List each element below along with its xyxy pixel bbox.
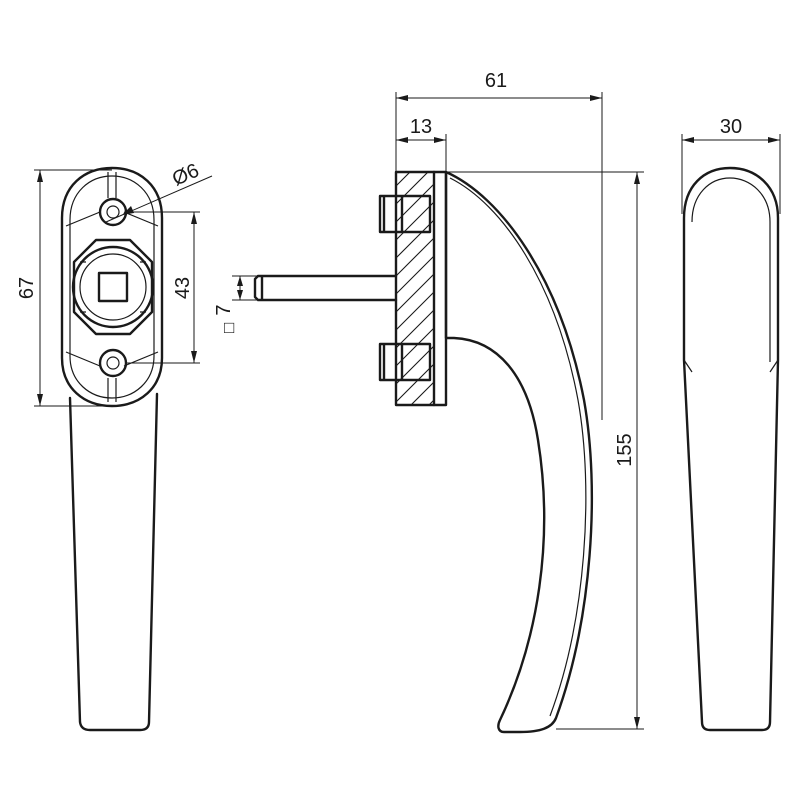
side-view [253,170,594,734]
dim-43-label: 43 [172,277,194,299]
dim-43-arrow-top [191,212,197,224]
dim-7-arrow-top [237,290,243,300]
dim-155-arrow-top [634,172,640,184]
front-screw-hole-top-inner [106,205,120,219]
front-hub-ring-outer [71,245,155,329]
dim-diameter-arrow [122,206,134,215]
end-lever-outline [682,166,780,732]
front-dimensions: 67 43 Ø6 [16,160,213,407]
side-rosette-section [394,170,436,407]
front-screw-hole-top [98,197,128,227]
side-lever-highlight [449,177,587,717]
end-lever-inner [691,177,771,362]
side-pin-bottom [378,342,432,382]
dim-43-extension [126,211,200,364]
end-view [682,166,780,732]
square-symbol: □ [224,318,234,337]
front-spindle-square [97,271,129,303]
dim-13-label: 13 [410,116,432,138]
dim-61-extension [395,92,603,420]
front-hub-ring-inner [79,253,147,321]
dim-67-arrow-bottom [37,394,43,406]
front-rosette-rib-top [65,172,159,227]
dim-61-arrow-left [396,95,408,101]
dim-155-label: 155 [614,433,636,466]
end-dimensions: 30 [681,116,781,214]
dim-7-label: 7 [213,304,235,315]
side-flange [432,170,448,407]
front-view [60,166,164,732]
dim-67-arrow-top [37,170,43,182]
dim-155-extension [446,171,644,730]
dim-67-extension [34,169,112,407]
side-pin-top [378,194,432,234]
dim-61-arrow-right [590,95,602,101]
dim-30-extension [681,134,781,214]
dim-13-arrow-left [396,137,408,143]
side-spindle [253,274,398,302]
front-lever-blade [68,392,159,732]
front-rosette-inner [69,175,155,399]
front-screw-hole-bottom-inner [106,356,120,370]
side-lever-outline [444,170,594,734]
dim-67-label: 67 [16,277,38,299]
end-lever-shoulder [683,359,779,373]
dim-30-arrow-left [682,137,694,143]
dim-7-arrow-bottom [237,276,243,286]
front-screw-hole-bottom [98,348,128,378]
side-rosette-hatch [396,172,434,405]
dim-61-label: 61 [485,70,507,92]
side-dimensions: 61 13 155 7 □ [213,70,644,730]
dim-13-arrow-right [434,137,446,143]
dim-155-arrow-bottom [634,717,640,729]
dim-43-arrow-bottom [191,351,197,363]
dim-diameter-leader [105,175,213,223]
front-hub-chamfers [80,261,146,313]
front-rosette-rib-bottom [65,351,159,402]
dim-30-arrow-right [768,137,780,143]
dim-30-label: 30 [720,116,742,138]
dim-diameter-label: Ø6 [169,160,202,191]
